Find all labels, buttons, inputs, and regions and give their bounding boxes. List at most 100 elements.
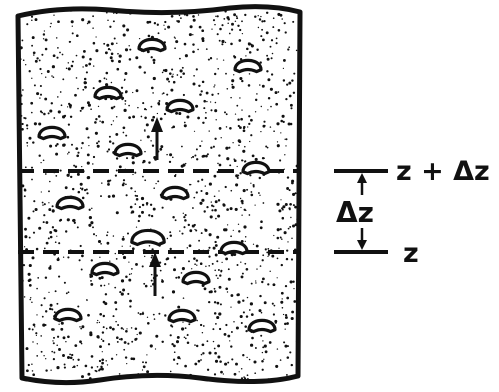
stipple-dot (92, 233, 96, 236)
stipple-dot (247, 84, 251, 87)
stipple-dot (240, 275, 244, 279)
stipple-dot (69, 356, 73, 360)
stipple-dot (34, 326, 36, 328)
stipple-dot (226, 224, 229, 226)
stipple-dot (31, 370, 34, 372)
stipple-dot (164, 68, 168, 73)
stipple-dot (248, 358, 251, 361)
stipple-dot (282, 58, 286, 62)
stipple-dot (76, 172, 80, 176)
stipple-dot (126, 28, 130, 32)
stipple-dot (252, 185, 255, 188)
stipple-dot (122, 131, 125, 134)
stipple-dot (169, 370, 172, 373)
stipple-dot (227, 361, 230, 364)
stipple-dot (84, 364, 88, 368)
stipple-dot (251, 154, 255, 158)
stipple-dot (283, 22, 286, 25)
stipple-dot (252, 243, 255, 245)
stipple-dot (160, 145, 164, 149)
stipple-dot (209, 57, 213, 60)
stipple-dot (250, 282, 253, 285)
stipple-dot (149, 203, 153, 206)
stipple-dot (292, 280, 295, 283)
stipple-dot (290, 216, 292, 219)
stipple-dot (106, 364, 109, 366)
stipple-dot (287, 227, 290, 230)
stipple-dot (25, 124, 29, 127)
stipple-dot (65, 230, 68, 233)
stipple-dot (286, 176, 290, 179)
stipple-dot (123, 79, 126, 82)
stipple-dot (286, 83, 289, 86)
stipple-dot (97, 105, 100, 108)
stipple-dot (206, 153, 209, 156)
stipple-dot (262, 38, 265, 42)
stipple-dot (44, 38, 48, 42)
stipple-dot (235, 326, 239, 330)
stipple-dot (24, 227, 27, 231)
stipple-dot (230, 331, 233, 333)
stipple-dot (50, 22, 52, 25)
stipple-dot (28, 284, 32, 287)
stipple-dot (78, 259, 81, 262)
stipple-dot (37, 277, 40, 279)
stipple-dot (249, 174, 252, 177)
stipple-dot (248, 214, 251, 216)
stipple-dot (275, 37, 278, 40)
stipple-dot (24, 166, 27, 169)
stipple-dot (205, 191, 209, 196)
stipple-dot (224, 41, 227, 44)
stipple-dot (250, 343, 254, 347)
stipple-dot (42, 204, 44, 206)
stipple-dot (28, 327, 31, 331)
stipple-dot (236, 264, 239, 266)
stipple-dot (124, 103, 127, 105)
stipple-dot (245, 315, 249, 318)
stipple-dot (57, 20, 60, 24)
stipple-dot (186, 247, 189, 249)
stipple-dot (241, 159, 244, 162)
stipple-dot (170, 88, 174, 92)
stipple-dot (22, 89, 24, 91)
stipple-dot (225, 146, 229, 150)
stipple-dot (114, 301, 118, 304)
stipple-dot (66, 106, 69, 108)
stipple-dot (149, 344, 153, 348)
stipple-dot (230, 235, 232, 238)
stipple-dot (217, 277, 219, 280)
stipple-dot (284, 328, 286, 330)
stipple-dot (97, 319, 99, 322)
stipple-dot (124, 91, 128, 94)
stipple-dot (283, 231, 287, 235)
stipple-dot (21, 253, 24, 256)
stipple-dot (194, 228, 196, 231)
stipple-dot (87, 372, 91, 376)
stipple-dot (237, 293, 240, 297)
stipple-dot (295, 339, 299, 343)
stipple-dot (60, 321, 64, 325)
stipple-dot (40, 350, 43, 353)
stipple-dot (43, 203, 46, 206)
stipple-dot (161, 71, 164, 74)
stipple-dot (262, 277, 265, 281)
stipple-dot (208, 246, 211, 249)
stipple-dot (144, 130, 146, 132)
stipple-dot (231, 358, 234, 361)
stipple-dot (28, 136, 32, 140)
stipple-dot (127, 292, 130, 295)
stipple-dot (68, 151, 70, 154)
stipple-dot (100, 284, 103, 287)
stipple-dot (169, 231, 172, 234)
stipple-dot (238, 39, 242, 42)
stipple-dot (239, 314, 243, 319)
stipple-dot (211, 262, 214, 265)
stipple-dot (298, 83, 300, 85)
stipple-dot (82, 88, 85, 91)
stipple-dot (128, 58, 132, 61)
stipple-dot (281, 307, 284, 309)
stipple-dot (201, 198, 205, 202)
stipple-dot (27, 272, 31, 276)
stipple-dot (70, 20, 74, 24)
stipple-dot (69, 175, 73, 179)
